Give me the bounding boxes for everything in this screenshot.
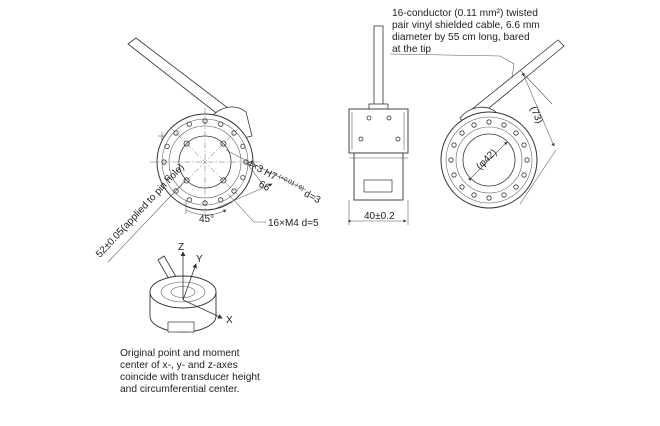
front-view: 4×3 H7(+0.01 / 0)d=3 66 52±0.05(applied … — [94, 37, 323, 263]
pin-hole-tolerance: (+0.01 / 0) — [277, 174, 304, 192]
origin-note-line-2: center of x-, y- and z-axes — [120, 360, 238, 371]
axis-z-label: Z — [178, 242, 184, 253]
isometric-view: Z Y X — [149, 242, 233, 333]
cable-note-line-1: 16-conductor (0.11 mm²) twisted — [392, 8, 538, 19]
origin-note-line-4: and circumferential center. — [120, 384, 239, 395]
origin-note: Original point and moment center of x-, … — [120, 348, 263, 395]
angle-45-label: 45° — [199, 214, 214, 225]
svg-text:4×3 H7(+0.01 / 0)d=3: 4×3 H7(+0.01 / 0)d=3 — [245, 158, 323, 206]
axis-x-label: X — [226, 315, 233, 326]
dim-66-label: 66 — [257, 179, 272, 194]
dim-73-label: (73) — [527, 105, 544, 126]
side-view: 40±0.2 — [348, 25, 409, 225]
rear-screw-holes — [448, 119, 530, 201]
cable-note: 16-conductor (0.11 mm²) twisted pair vin… — [392, 8, 543, 55]
cable-note-line-3: diameter by 55 cm long, bared — [392, 32, 530, 43]
front-screw-holes — [161, 118, 249, 206]
side-body-lower — [353, 152, 404, 201]
side-cable — [373, 25, 384, 109]
width-label: 40±0.2 — [364, 211, 395, 222]
origin-note-line-1: Original point and moment — [120, 348, 240, 359]
front-pin-holes — [183, 140, 227, 184]
axis-y-label: Y — [196, 254, 203, 265]
cable-note-line-2: pair vinyl shielded cable, 6.6 mm — [392, 20, 540, 31]
origin-note-line-3: coincide with transducer height — [120, 372, 260, 383]
cable-note-line-4: at the tip — [392, 44, 431, 55]
pcd-pin-label: 52±0.05(applied to pin hole) — [94, 162, 187, 260]
screw-label: 16×M4 d=5 — [268, 218, 319, 229]
side-body-upper — [348, 108, 409, 154]
pin-depth-label: d=3 — [302, 188, 323, 206]
rear-view: (φ42) (73) — [389, 39, 565, 209]
